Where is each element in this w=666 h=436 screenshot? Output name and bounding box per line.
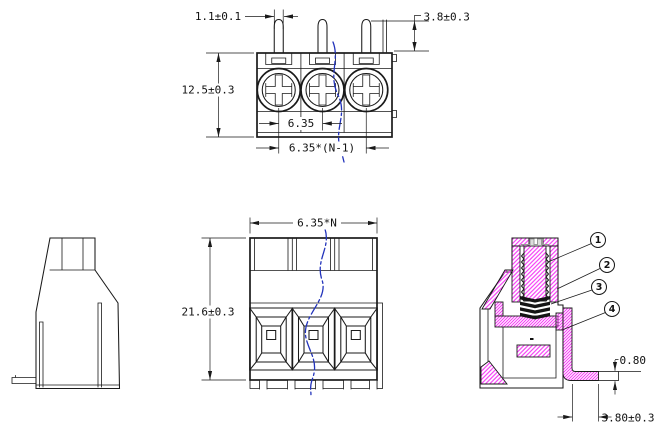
dim-pin-protrusion: 3.8±0.3	[371, 11, 470, 52]
dim-pitch-span: 6.35*(N-1)	[256, 141, 389, 155]
solder-pins	[273, 18, 372, 54]
dim-pin-width: 1.1±0.1	[195, 9, 298, 29]
section-cavity-lines	[487, 308, 557, 379]
dim-overall-height: 21.6±0.3	[182, 237, 246, 381]
section-body-hatched	[480, 237, 559, 385]
side-inner-lines	[35, 237, 120, 388]
screw-heads	[256, 67, 389, 113]
cavity-mark	[530, 338, 534, 340]
side-pin	[11, 375, 37, 384]
screw-slot-mark	[537, 238, 542, 246]
screw-thread-right	[545, 252, 550, 302]
callout-number: 3	[596, 282, 603, 293]
dim-label: 6.35	[288, 117, 315, 130]
callout-number: 1	[595, 235, 602, 246]
screw-slot-1	[265, 74, 293, 106]
pin-seats	[265, 52, 380, 65]
section-view: 1 2 3 4 0.80 3.80±0.3	[479, 231, 655, 425]
wire-opening-1	[248, 307, 294, 371]
callout-number: 4	[609, 304, 616, 315]
dim-label: 6.35*N	[297, 217, 337, 230]
callouts: 1 2 3 4	[547, 231, 621, 331]
callout-number: 2	[604, 260, 611, 271]
section-pin	[562, 307, 599, 381]
dim-overall-width: 6.35*N	[249, 216, 378, 234]
top-side-tabs	[382, 19, 397, 118]
dim-label: 12.5±0.3	[182, 84, 235, 97]
dim-label: 3.80±0.3	[602, 412, 655, 425]
callout-balloon-1	[589, 231, 607, 249]
front-feet-notches	[259, 380, 378, 390]
dim-label: 21.6±0.3	[182, 306, 235, 319]
dim-depth: 12.5±0.3	[182, 52, 254, 138]
front-top-band	[249, 237, 378, 304]
break-line-top	[332, 41, 345, 163]
screw-thread-left	[520, 252, 525, 302]
dim-label: 0.80	[620, 354, 647, 367]
section-screw	[520, 238, 550, 302]
front-view: 6.35*N 21.6±0.3	[182, 216, 383, 398]
callout-balloon-3	[590, 278, 608, 296]
dim-label: 1.1±0.1	[195, 10, 241, 23]
screw-slot-3	[352, 74, 380, 106]
wire-opening-3	[333, 307, 379, 371]
dim-pin-offset: 3.80±0.3	[557, 384, 655, 425]
section-pin-tail	[598, 371, 619, 381]
front-feet-strip	[249, 379, 378, 389]
callout-balloon-2	[598, 256, 616, 274]
section-spring	[520, 296, 550, 320]
dim-label: 3.8±0.3	[424, 11, 470, 24]
dim-label: 6.35*(N-1)	[289, 142, 355, 155]
side-view	[11, 237, 121, 390]
break-line-front	[304, 228, 327, 398]
side-outline	[35, 237, 121, 390]
top-view: 1.1±0.1 3.8±0.3 12.5±0.3 6.35 6.	[182, 9, 470, 163]
dim-pin-thickness: 0.80	[612, 354, 647, 395]
callout-balloon-4	[603, 300, 621, 318]
screw-slot-mark	[529, 238, 535, 246]
dim-pitch: 6.35	[259, 108, 367, 154]
